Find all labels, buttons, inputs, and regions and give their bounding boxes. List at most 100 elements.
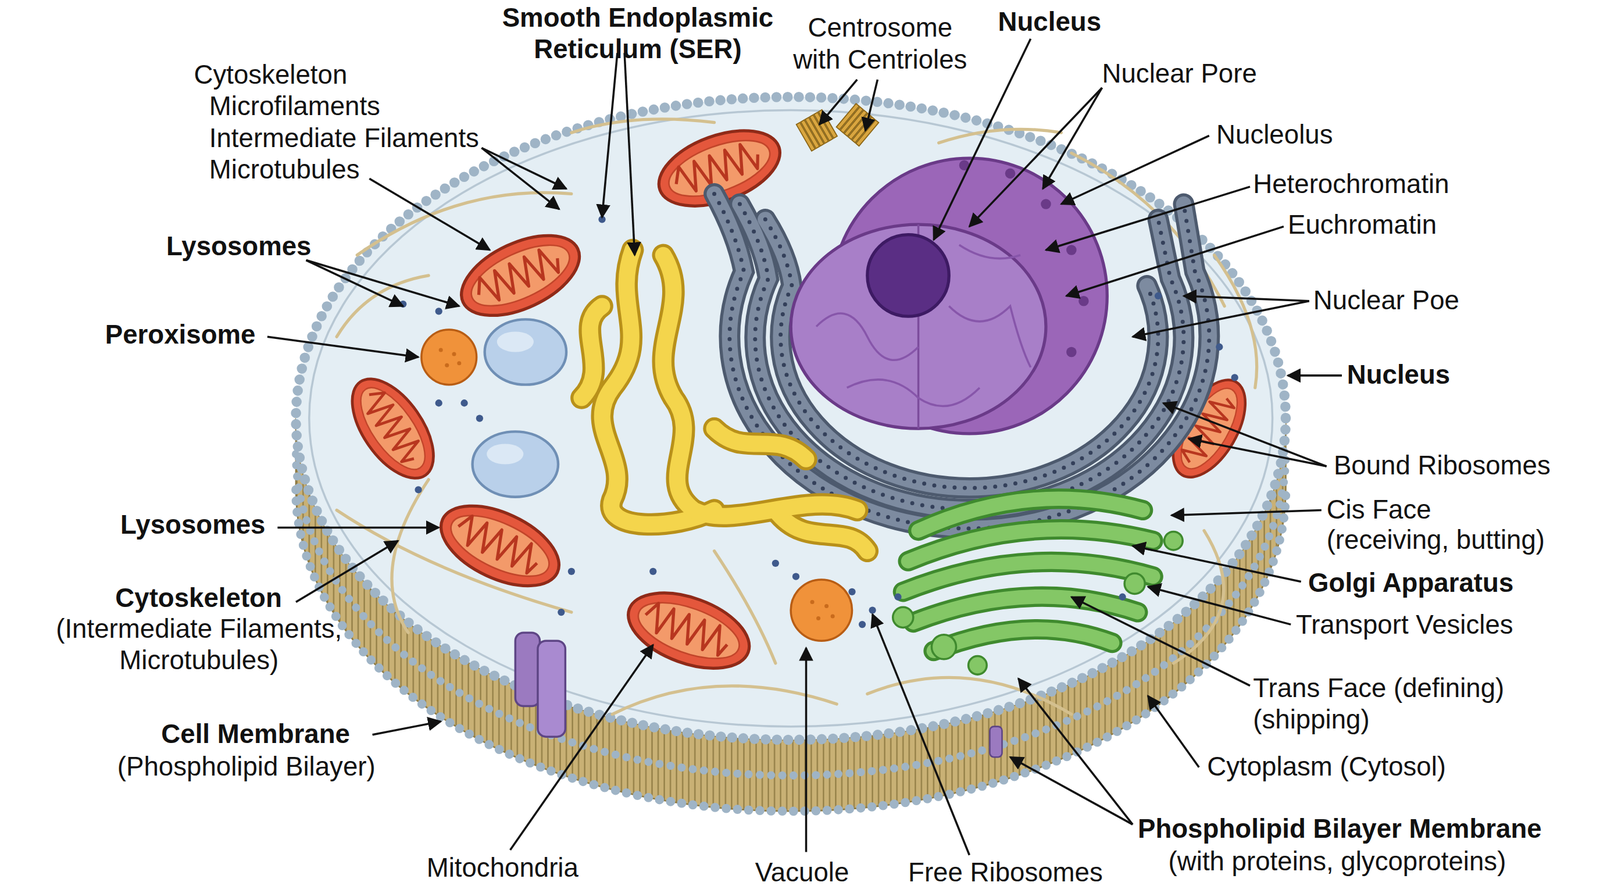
svg-path xyxy=(663,255,857,517)
svg-path xyxy=(948,306,1031,368)
svg-line xyxy=(805,647,808,852)
svg-path xyxy=(391,479,429,633)
svg-circle xyxy=(810,600,815,605)
part-label: Centrosome with Centrioles xyxy=(780,12,980,76)
svg-g xyxy=(714,193,1210,529)
svg-use xyxy=(336,365,450,492)
svg-line xyxy=(602,52,618,218)
svg-circle xyxy=(931,634,956,660)
part-label: Cis Face xyxy=(1326,493,1432,525)
svg-line xyxy=(481,147,559,209)
svg-path xyxy=(714,193,1210,529)
svg-circle xyxy=(1078,295,1089,307)
svg-path xyxy=(775,510,868,552)
svg-line xyxy=(277,526,439,530)
svg-path xyxy=(571,119,715,133)
free-ribosomes xyxy=(399,215,1239,628)
svg-line xyxy=(372,721,442,735)
svg-path xyxy=(913,596,1138,623)
svg-ellipse xyxy=(484,319,567,385)
svg-g xyxy=(836,103,880,146)
bilayer-beads xyxy=(295,97,1286,741)
svg-line xyxy=(1061,135,1209,205)
svg-circle xyxy=(1215,343,1223,351)
svg-path xyxy=(714,428,807,460)
svg-path xyxy=(1214,255,1257,388)
svg-path xyxy=(902,561,1153,592)
svg-path xyxy=(602,250,715,525)
svg-line xyxy=(1163,402,1327,467)
part-label: Nucleolus xyxy=(1216,119,1333,151)
svg-circle xyxy=(456,361,462,366)
svg-line xyxy=(369,178,490,250)
svg-circle xyxy=(435,307,443,315)
svg-path xyxy=(933,629,1113,651)
svg-line xyxy=(306,260,460,307)
part-label: Free Ribosomes xyxy=(908,856,1103,889)
svg-line xyxy=(1147,586,1291,625)
svg-use xyxy=(449,219,592,332)
svg-circle xyxy=(460,399,468,407)
svg-line xyxy=(865,79,878,131)
svg-line xyxy=(1066,226,1284,296)
svg-path xyxy=(847,379,980,407)
svg-circle xyxy=(568,568,575,575)
svg-g xyxy=(796,109,838,152)
svg-path xyxy=(612,686,837,715)
svg-line xyxy=(1010,756,1134,825)
svg-circle xyxy=(790,579,852,641)
part-label: Cell Membrane xyxy=(161,718,350,750)
golgi-apparatus xyxy=(893,498,1183,675)
svg-circle xyxy=(421,329,477,385)
svg-line xyxy=(510,644,654,850)
svg-circle xyxy=(1005,168,1016,180)
svg-circle xyxy=(476,414,484,422)
cell-body xyxy=(295,97,1286,812)
part-label: (Intermediate Filaments, Microtubules) xyxy=(30,613,368,677)
part-label: (Phospholipid Bilayer) xyxy=(117,751,376,783)
svg-circle xyxy=(452,352,457,357)
membrane-inner xyxy=(309,110,1273,727)
part-label: Lysosomes xyxy=(120,509,266,541)
part-label: Heterochromatin xyxy=(1252,168,1449,200)
svg-path xyxy=(816,313,919,360)
svg-line xyxy=(1147,695,1199,768)
svg-line xyxy=(295,540,399,602)
leader-lines xyxy=(267,38,1342,856)
part-label: Cytoplasm (Cytosol) xyxy=(1206,751,1446,783)
svg-path xyxy=(714,428,807,460)
svg-circle xyxy=(1118,593,1126,601)
svg-path xyxy=(714,193,1210,529)
svg-line xyxy=(1188,438,1327,467)
svg-circle xyxy=(830,614,835,619)
svg-circle xyxy=(435,399,443,407)
svg-ellipse xyxy=(497,331,534,352)
svg-circle xyxy=(893,606,914,628)
part-label: Peroxisome xyxy=(105,319,256,351)
svg-line xyxy=(624,52,635,256)
svg-circle xyxy=(649,568,657,575)
nucleus xyxy=(790,158,1107,434)
svg-circle xyxy=(848,588,856,596)
cytoskeleton-fibers xyxy=(336,119,1257,715)
svg-line xyxy=(306,260,404,307)
svg-circle xyxy=(968,656,988,675)
svg-line xyxy=(1183,295,1310,302)
svg-circle xyxy=(438,347,444,352)
svg-circle xyxy=(444,363,449,368)
svg-circle xyxy=(1066,244,1077,256)
part-label: Phospholipid Bilayer Membrane xyxy=(1137,813,1542,845)
svg-g xyxy=(714,193,1210,529)
svg-path xyxy=(581,306,602,399)
svg-circle xyxy=(816,616,821,621)
svg-path xyxy=(714,193,1210,529)
part-label: Nuclear Pore xyxy=(1102,58,1257,90)
svg-circle xyxy=(1154,292,1162,300)
smooth-er xyxy=(581,250,867,552)
part-label: (receiving, butting) xyxy=(1326,524,1545,556)
svg-use xyxy=(429,489,572,603)
svg-circle xyxy=(414,486,422,494)
svg-path xyxy=(913,596,1138,623)
svg-g xyxy=(959,160,1089,358)
